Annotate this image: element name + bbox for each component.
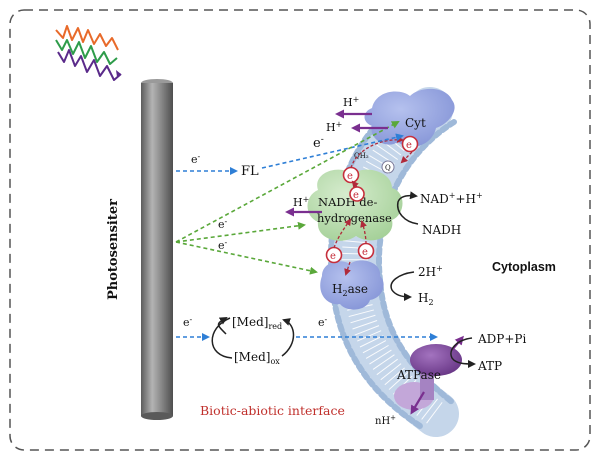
q-label: Q <box>385 164 391 172</box>
blue-electron-arrows <box>176 133 438 341</box>
electron-glyph-h2ase-left: e <box>330 251 336 262</box>
electron-label-fl: e- <box>191 152 201 166</box>
electron-labels: e- e- e- e- e- e- <box>183 135 328 329</box>
cyt-label: Cyt <box>405 116 426 130</box>
proton-arrows <box>285 109 464 415</box>
hydrogenase-label: H2ase <box>332 282 368 298</box>
nad-plus-label: NAD++H+ <box>420 191 483 206</box>
med-red-label: [Med]red <box>232 315 282 331</box>
atpase-label: ATPase <box>396 368 441 382</box>
electron-label-membrane: e- <box>318 315 328 329</box>
proton-arrow-atpase <box>410 391 425 415</box>
electron-markers <box>325 135 419 264</box>
electron-label-h2ase: e- <box>218 238 228 252</box>
green-electron-arrows <box>175 121 400 275</box>
med-cycle-top <box>217 316 228 335</box>
adp-pi-label: ADP+Pi <box>477 332 526 346</box>
arrow-green-to-nadh <box>175 221 306 243</box>
interface-label: Biotic-abiotic interface <box>200 403 345 418</box>
electron-label-nadh: e- <box>218 217 228 231</box>
electron-glyph-nadh: e <box>353 190 359 201</box>
med-cycle-right <box>281 318 295 357</box>
qh2-label: QH₂ <box>354 152 369 160</box>
arrow-fl-to-cyt <box>261 133 404 169</box>
electron-glyph-h2ase-right: e <box>362 247 368 258</box>
cytochrome-protein <box>364 88 455 147</box>
electron-glyph-cyt: e <box>406 140 412 151</box>
electron-label-med: e- <box>183 315 193 329</box>
med-cycle-arc <box>211 317 233 359</box>
photosensiter-label: Photosensiter <box>106 199 121 300</box>
h2-label: H2 <box>418 291 434 307</box>
proton-label-mid: H+ <box>326 120 342 134</box>
two-h-plus-label: 2H+ <box>418 264 443 279</box>
hydrogenase-protein <box>320 260 384 310</box>
proton-label-nadh: H+ <box>293 195 309 209</box>
nadh-dehydrogenase-label-2: hydrogenase <box>317 211 392 225</box>
med-ox-label: [Med]ox <box>234 350 280 366</box>
nadh-to-nad-arrow <box>396 191 419 225</box>
proton-label-top: H+ <box>343 95 359 109</box>
nadh-label: NADH <box>422 223 461 237</box>
fl-label: FL <box>241 164 259 179</box>
electron-label-cyt: e- <box>313 135 324 151</box>
atpase-protein <box>394 344 462 410</box>
reaction-arrows <box>211 191 476 368</box>
outer-frame <box>9 9 591 451</box>
atp-label: ATP <box>477 359 502 373</box>
arrow-green-to-cyt <box>175 121 400 243</box>
electron-node-cyt <box>401 135 419 153</box>
photosensiter-electrode <box>141 79 173 420</box>
q-node <box>381 160 395 174</box>
light-waves-icon <box>55 25 122 81</box>
nadh-dehydrogenase-label-1: NADH de- <box>318 195 377 209</box>
arrow-green-to-h2ase <box>175 241 318 275</box>
adp-to-atp-arrow <box>450 337 476 368</box>
cytoplasm-label: Cytoplasm <box>492 260 556 274</box>
h2-evolution-arrow <box>390 271 415 301</box>
nh-plus-label: nH+ <box>375 414 396 427</box>
electron-glyph-q: e <box>347 171 353 182</box>
nadh-dehydrogenase-protein <box>307 169 403 241</box>
